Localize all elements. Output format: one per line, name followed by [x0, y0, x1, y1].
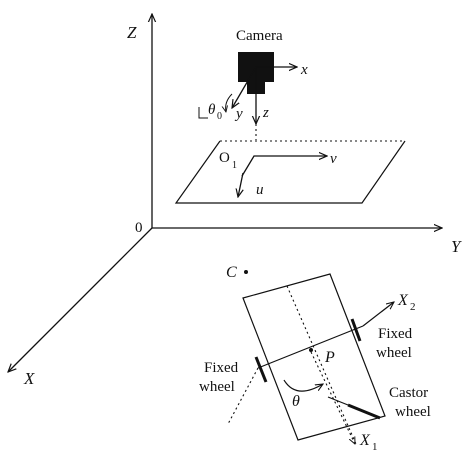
- world-axes: Z Y X 0: [8, 14, 462, 388]
- theta-arc: [283, 379, 323, 392]
- camera: Camera x y z θ 0: [198, 28, 308, 140]
- camera-title: Camera: [236, 28, 283, 44]
- p-label: P: [324, 349, 335, 366]
- fixed-wheel-left: [254, 356, 268, 383]
- v-axis: [241, 156, 327, 177]
- x2-axis: [362, 302, 394, 327]
- x2-dotted-extension: [227, 367, 259, 425]
- x1-label: X: [359, 432, 371, 449]
- x2-label: X: [397, 292, 409, 309]
- x-axis-label: X: [23, 369, 35, 388]
- castor-wheel-label-1: Castor: [389, 385, 428, 401]
- fixed-wheel-right: [350, 318, 362, 342]
- fixed-wheel-right-label-2: wheel: [376, 345, 412, 361]
- pixel-corner-mark: [198, 107, 208, 119]
- x1-axis: [310, 351, 355, 444]
- mobile-robot: C P θ X 2 X 1 Fixed wheel Fixed wheel Ca…: [199, 264, 431, 453]
- fixed-wheel-right-label-1: Fixed: [378, 326, 413, 342]
- camera-z-label: z: [262, 105, 269, 121]
- u-label: u: [256, 182, 264, 198]
- x-axis: [8, 227, 153, 372]
- y-axis-label: Y: [451, 237, 462, 256]
- icc-point: [244, 270, 248, 274]
- wheel-axle: [257, 325, 364, 369]
- robot-body: [242, 273, 386, 441]
- origin-label: 0: [135, 220, 143, 236]
- theta-label: θ: [292, 393, 300, 410]
- fixed-wheel-left-label-1: Fixed: [204, 360, 239, 376]
- image-plane-origin-label: O: [219, 150, 230, 166]
- v-label: v: [330, 151, 337, 167]
- camera-theta0-label: θ: [208, 102, 216, 118]
- castor-arm: [327, 396, 349, 406]
- image-plane-origin-subscript: 1: [232, 160, 237, 171]
- theta0-arc: [226, 93, 233, 112]
- image-plane-border: [174, 140, 406, 204]
- z-axis-label: Z: [127, 23, 137, 42]
- camera-x-label: x: [300, 62, 308, 78]
- robot-centerline: [286, 285, 357, 445]
- castor-wheel-label-2: wheel: [395, 404, 431, 420]
- camera-theta0-subscript: 0: [217, 111, 222, 122]
- camera-y-label: y: [234, 106, 243, 122]
- icc-label: C: [226, 264, 237, 281]
- x1-subscript: 1: [372, 441, 378, 453]
- x2-subscript: 2: [410, 301, 416, 313]
- camera-y-axis: [232, 66, 257, 108]
- robot-center-point: [309, 348, 313, 352]
- image-plane: O 1 v u: [174, 140, 406, 204]
- u-axis: [238, 172, 243, 197]
- castor-wheel: [347, 403, 381, 420]
- fixed-wheel-left-label-2: wheel: [199, 379, 235, 395]
